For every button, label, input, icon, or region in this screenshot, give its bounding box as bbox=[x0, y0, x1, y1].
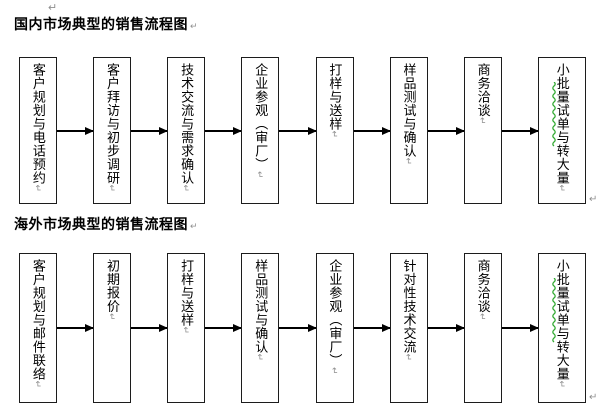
paragraph-mark: ↵ bbox=[106, 313, 117, 321]
step-label: 打样与送样 bbox=[179, 259, 195, 327]
flow-arrow bbox=[205, 324, 243, 332]
flow-arrow bbox=[205, 126, 243, 135]
flow-step-text: 客户拜访与初步调研↵ bbox=[104, 63, 120, 203]
paragraph-mark: ↵ bbox=[403, 157, 414, 166]
flow-step-box[interactable]: 商务洽谈↵ bbox=[463, 57, 502, 204]
flow-step-text: 小批量试单与转大量↵ bbox=[554, 259, 570, 402]
flow-step-box[interactable]: 客户规划与电话预约↵ bbox=[19, 57, 57, 204]
flow-step-text: 针对性技术交流↵ bbox=[401, 259, 417, 402]
flow-step-text: 企业参观（审厂）↵ bbox=[253, 63, 269, 203]
paragraph-mark: ↵ bbox=[181, 326, 192, 335]
flow-step-box[interactable]: 打样与送样↵ bbox=[315, 57, 354, 204]
paragraph-mark: ↵ bbox=[589, 194, 598, 205]
paragraph-mark: ↵ bbox=[329, 367, 340, 375]
flow-arrow bbox=[353, 324, 391, 332]
flow-arrow bbox=[353, 126, 391, 135]
step-label: 打样与送样 bbox=[327, 63, 343, 131]
flow-step-box[interactable]: 商务洽谈↵ bbox=[463, 253, 502, 403]
paragraph-mark: ↵ bbox=[190, 21, 199, 31]
flow-step-box[interactable]: 小批量试单与转大量↵ bbox=[537, 57, 586, 204]
step-label: 针对性技术交流 bbox=[401, 259, 417, 354]
flowchart-row: 客户规划与邮件联络↵初期报价↵打样与送样↵样品测试与确认↵企业参观（审厂）↵针对… bbox=[19, 253, 586, 403]
flow-step-text: 初期报价↵ bbox=[104, 259, 120, 402]
flow-arrow bbox=[427, 324, 465, 332]
flow-step-text: 企业参观（审厂）↵ bbox=[327, 259, 343, 402]
step-label: 样品测试与确认 bbox=[401, 63, 417, 158]
paragraph-mark: ↵ bbox=[556, 184, 567, 193]
flow-step-box[interactable]: 样品测试与确认↵ bbox=[241, 253, 280, 403]
flow-step-box[interactable]: 初期报价↵ bbox=[93, 253, 132, 403]
flowchart-title: 国内市场典型的销售流程图↵ bbox=[14, 15, 198, 35]
step-label: 企业参观（审厂） bbox=[253, 63, 269, 171]
step-label: 小批量试单与转大量 bbox=[554, 259, 570, 381]
flow-step-box[interactable]: 小批量试单与转大量↵ bbox=[537, 253, 586, 403]
step-label: 客户规划与电话预约 bbox=[30, 63, 46, 185]
flow-step-box[interactable]: 企业参观（审厂）↵ bbox=[241, 57, 280, 204]
step-label: 企业参观（审厂） bbox=[327, 259, 343, 367]
spellcheck-underline bbox=[552, 82, 556, 147]
paragraph-mark: ↵ bbox=[255, 171, 266, 179]
paragraph-mark: ↵ bbox=[556, 380, 567, 389]
flow-step-text: 技术交流与需求确认↵ bbox=[179, 63, 195, 203]
step-label: 商务洽谈 bbox=[475, 63, 491, 117]
flow-step-text: 客户规划与邮件联络↵ bbox=[30, 259, 46, 402]
paragraph-mark: ↵ bbox=[477, 313, 488, 321]
spellcheck-underline bbox=[552, 278, 556, 343]
flow-arrow bbox=[131, 126, 169, 135]
paragraph-mark: ↵ bbox=[32, 380, 43, 389]
flow-arrow bbox=[427, 126, 465, 135]
flow-step-box[interactable]: 企业参观（审厂）↵ bbox=[315, 253, 354, 403]
flow-step-text: 客户规划与电话预约↵ bbox=[30, 63, 46, 203]
flow-step-box[interactable]: 针对性技术交流↵ bbox=[389, 253, 428, 403]
paragraph-mark: ↵ bbox=[403, 353, 414, 362]
flow-arrow bbox=[501, 126, 540, 135]
paragraph-mark: ↵ bbox=[477, 117, 488, 125]
flow-step-box[interactable]: 样品测试与确认↵ bbox=[389, 57, 428, 204]
flow-step-box[interactable]: 技术交流与需求确认↵ bbox=[167, 57, 206, 204]
flow-step-text: 样品测试与确认↵ bbox=[401, 63, 417, 203]
paragraph-mark: ↵ bbox=[181, 184, 192, 193]
flow-step-text: 商务洽谈↵ bbox=[475, 63, 491, 203]
flow-step-box[interactable]: 打样与送样↵ bbox=[167, 253, 206, 403]
flow-arrow bbox=[57, 126, 95, 135]
paragraph-mark: ↵ bbox=[48, 2, 58, 14]
step-label: 客户规划与邮件联络 bbox=[30, 259, 46, 381]
flow-step-box[interactable]: 客户拜访与初步调研↵ bbox=[93, 57, 132, 204]
step-label: 客户拜访与初步调研 bbox=[104, 63, 120, 185]
paragraph-mark: ↵ bbox=[589, 392, 598, 403]
flow-arrow bbox=[131, 324, 169, 332]
flow-arrow bbox=[501, 324, 540, 332]
flowchart-row: 客户规划与电话预约↵客户拜访与初步调研↵技术交流与需求确认↵企业参观（审厂）↵打… bbox=[19, 57, 586, 204]
step-label: 商务洽谈 bbox=[475, 259, 491, 313]
step-label: 样品测试与确认 bbox=[253, 259, 269, 354]
flowchart-title-text: 海外市场典型的销售流程图 bbox=[14, 216, 188, 232]
step-label: 小批量试单与转大量 bbox=[554, 63, 570, 185]
flow-step-text: 打样与送样↵ bbox=[179, 259, 195, 402]
paragraph-mark: ↵ bbox=[106, 184, 117, 193]
paragraph-mark: ↵ bbox=[255, 353, 266, 362]
flow-arrow bbox=[279, 324, 317, 332]
flow-step-text: 打样与送样↵ bbox=[327, 63, 343, 203]
paragraph-mark: ↵ bbox=[32, 184, 43, 193]
flow-step-text: 商务洽谈↵ bbox=[475, 259, 491, 402]
flow-step-box[interactable]: 客户规划与邮件联络↵ bbox=[19, 253, 57, 403]
flow-arrow bbox=[279, 126, 317, 135]
paragraph-mark: ↵ bbox=[329, 130, 340, 139]
step-label: 初期报价 bbox=[104, 259, 120, 313]
flow-step-text: 样品测试与确认↵ bbox=[253, 259, 269, 402]
flow-step-text: 小批量试单与转大量↵ bbox=[554, 63, 570, 203]
flowchart-title-text: 国内市场典型的销售流程图 bbox=[14, 16, 188, 32]
step-label: 技术交流与需求确认 bbox=[179, 63, 195, 185]
paragraph-mark: ↵ bbox=[190, 221, 199, 231]
flow-arrow bbox=[57, 324, 95, 332]
flowchart-title: 海外市场典型的销售流程图↵ bbox=[14, 215, 198, 235]
